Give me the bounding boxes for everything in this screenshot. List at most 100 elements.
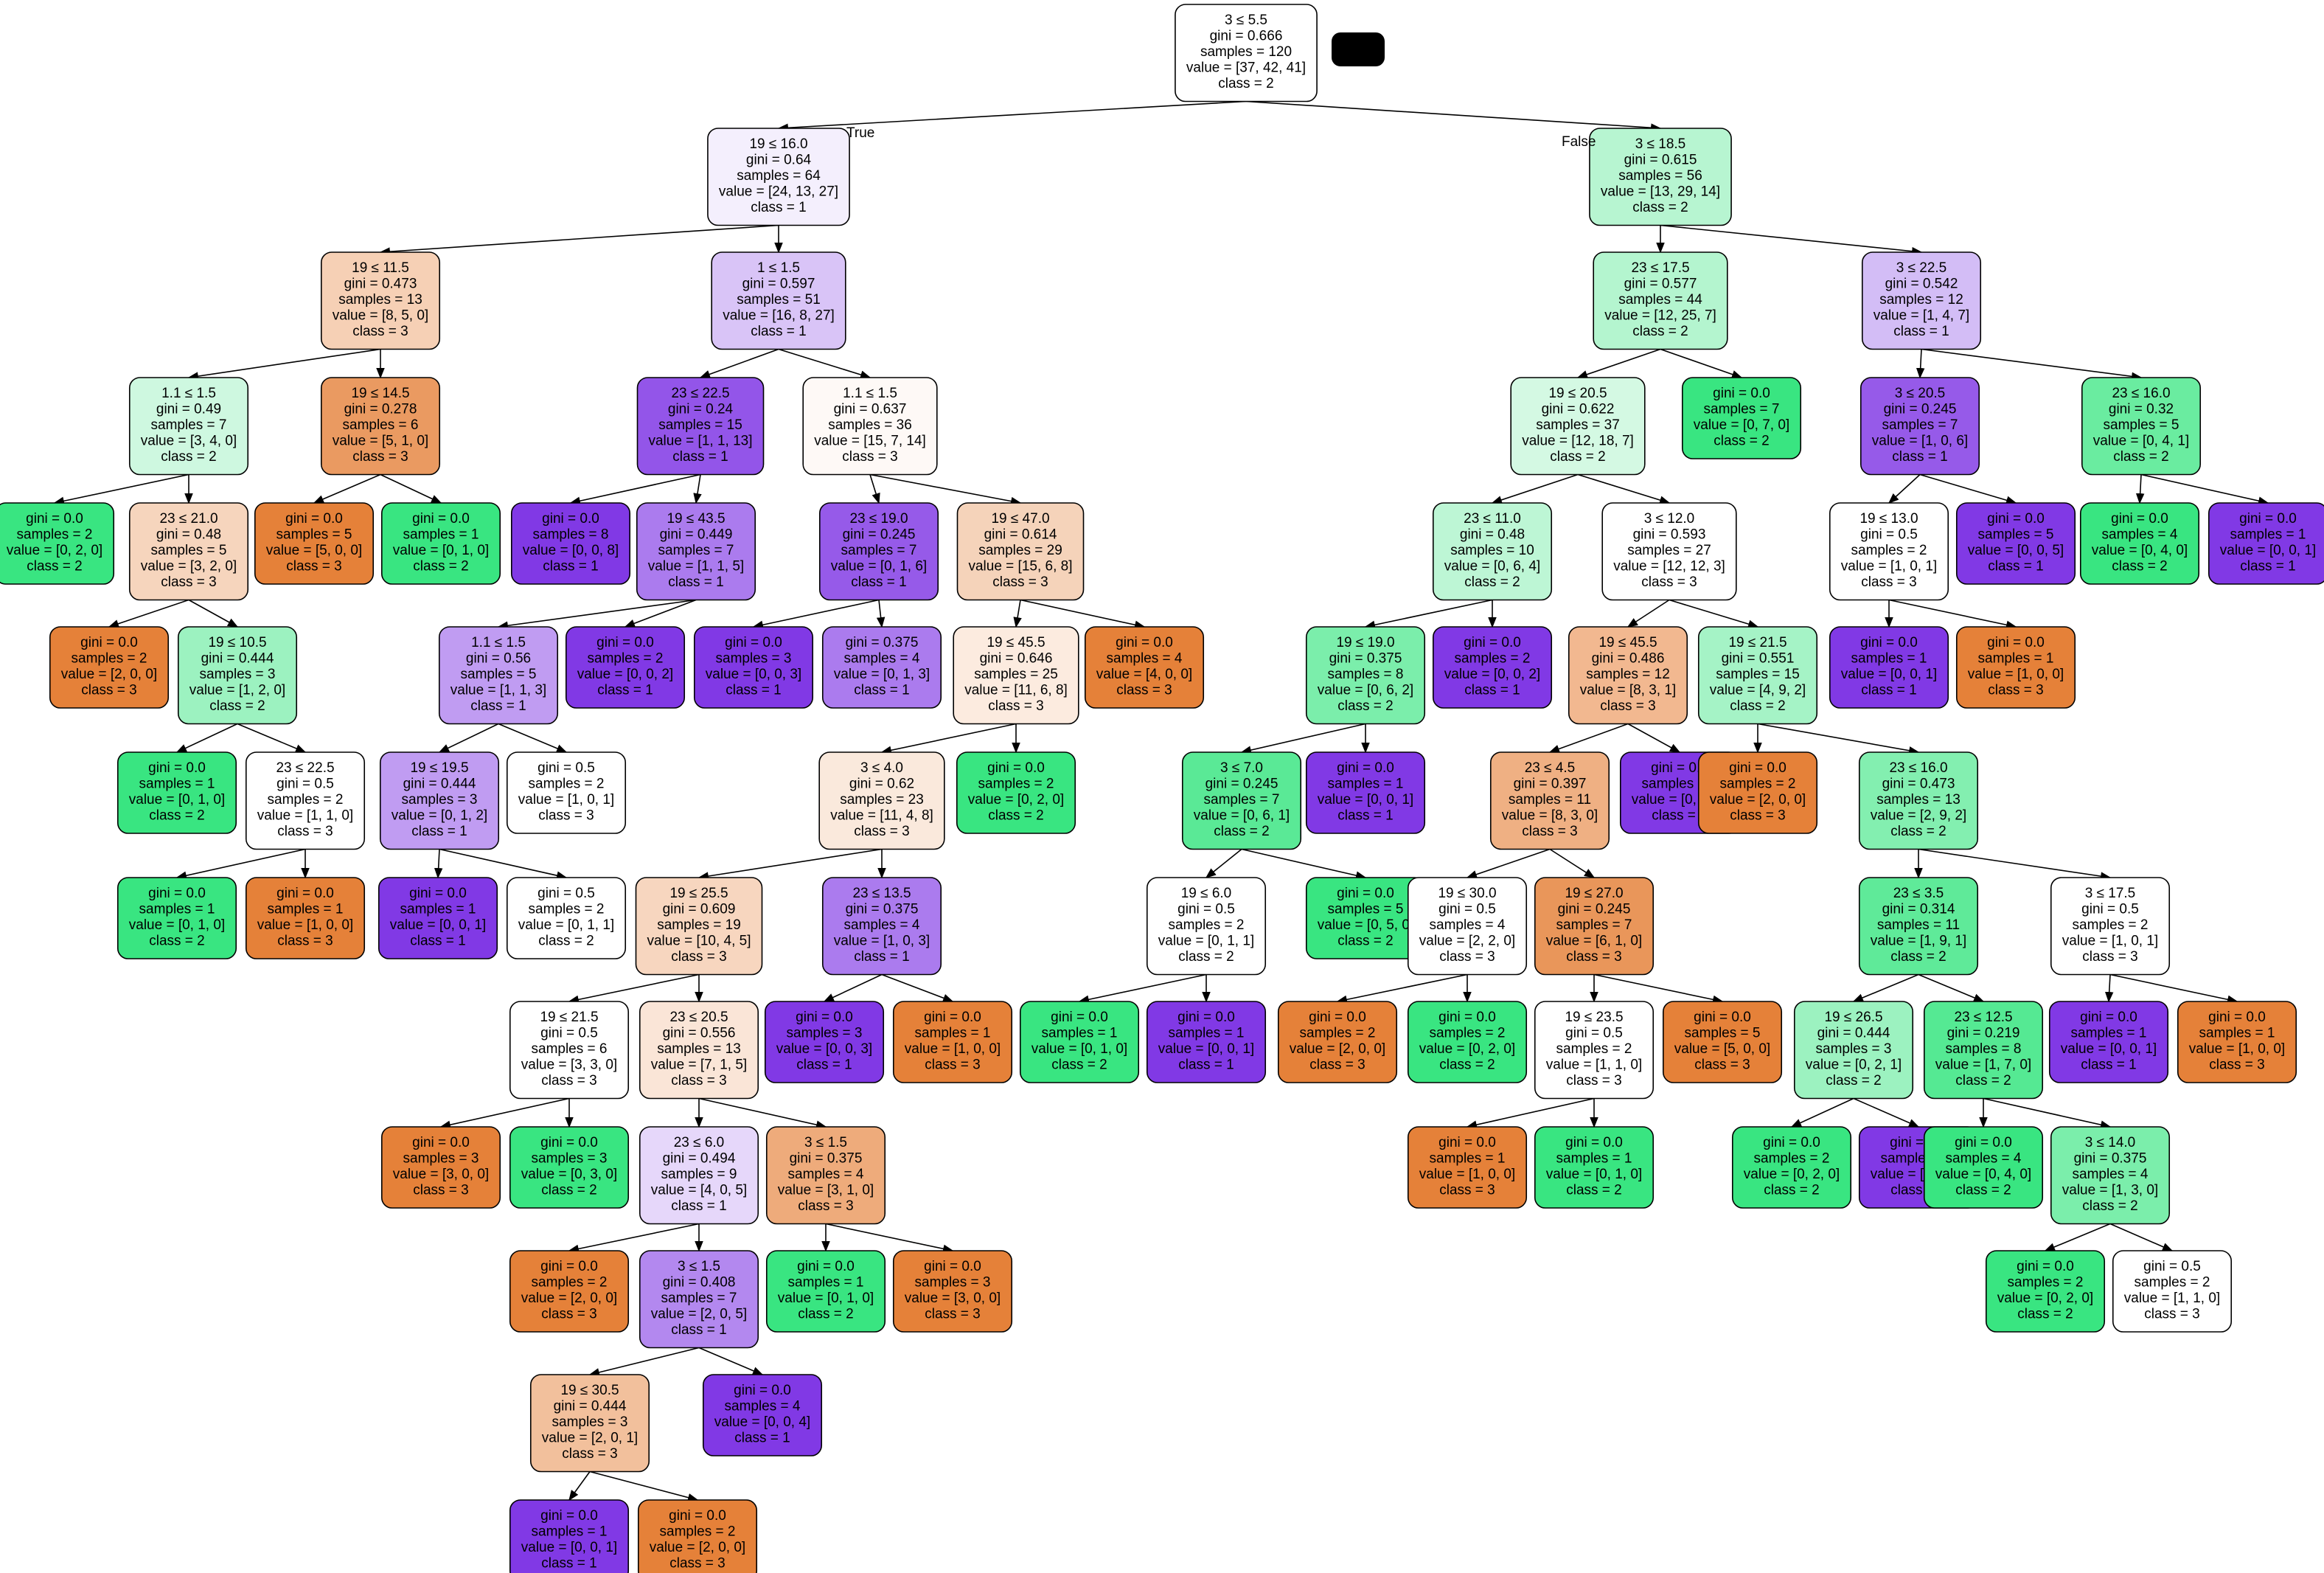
node-text-line: samples = 5 [276,527,352,543]
tree-edge [1627,723,1681,753]
node-text-line: gini = 0.444 [1817,1026,1890,1041]
node-text-line: samples = 2 [1455,651,1531,667]
node-text-line: value = [0, 4, 1] [2093,434,2189,449]
tree-edge [2104,974,2114,1003]
node-box [1534,877,1655,976]
node-text-line: class = 3 [2209,1058,2265,1073]
node-text-line: class = 3 [352,449,408,465]
node-text-line: value = [5, 1, 0] [333,434,428,449]
node-text-line: gini = 0.0 [1860,635,1918,650]
node-text-line: value = [0, 2, 0] [7,543,102,558]
node-text-line: samples = 2 [1851,543,1927,558]
node-text-line: gini = 0.0 [1116,635,1173,650]
node-text-line: 23 ≤ 13.5 [852,886,911,901]
node-text-line: gini = 0.0 [1694,1010,1751,1025]
node-text-line: value = [0, 4, 0] [2092,543,2188,558]
node-box [509,1499,630,1573]
node-box [1175,4,1318,103]
node-text-line: gini = 0.5 [537,760,595,776]
tree-edge [1888,599,2017,629]
tree-edge [880,723,1017,754]
node-text-line: class = 1 [734,1431,790,1446]
node-text-line: value = [4, 0, 5] [651,1183,747,1198]
node-box [1534,1126,1655,1209]
node-box [1829,626,1949,709]
node-text-line: gini = 0.0 [1337,760,1394,776]
node-text-line: class = 2 [27,559,83,574]
node-text-line: value = [8, 3, 0] [1502,808,1598,824]
tree-edge [188,599,239,628]
node-box [702,1374,823,1456]
node-text-line: 3 ≤ 17.5 [2085,886,2136,901]
tree-edge [438,723,499,753]
node-text-line: class = 3 [1730,808,1786,824]
tree-edge [1205,848,1242,878]
node-text-line: samples = 2 [17,527,93,543]
node-text-line: gini = 0.0 [2080,1010,2137,1025]
node-box [245,877,366,959]
node-text-line: value = [1, 0, 0] [905,1041,1001,1057]
node-text-line: class = 2 [798,1307,854,1322]
node-box [245,751,366,850]
node-text-line: class = 1 [851,574,907,590]
tree-edge [1240,723,1366,754]
node-text-line: value = [1, 4, 7] [1874,308,1969,324]
tree-edge [693,474,702,504]
node-text-line: value = [1, 1, 3] [450,683,546,698]
node-text-line: class = 2 [1566,1183,1622,1198]
node-box [2208,502,2324,585]
node-box [2048,1001,2169,1083]
node-text-line: gini = 0.32 [2109,402,2174,417]
node-text-line: samples = 120 [1200,44,1292,60]
node-text-line: value = [0, 3, 0] [521,1167,617,1182]
node-text-line: class = 2 [1730,698,1786,714]
node-text-line: samples = 4 [844,651,920,667]
node-text-line: samples = 5 [1328,902,1404,917]
tree-edge [1919,473,2017,504]
node-text-line: samples = 64 [737,168,821,184]
node-text-line: class = 3 [413,1183,469,1198]
node-box [1407,1126,1528,1209]
node-text-line: samples = 1 [1978,651,2054,667]
tree-edge [1336,973,1468,1004]
tree-edge [568,973,700,1004]
node-text-line: 23 ≤ 16.0 [1889,760,1947,776]
node-text-line: value = [0, 0, 2] [1444,667,1540,682]
node-text-line: samples = 6 [532,1041,608,1057]
node-box [510,502,631,585]
node-box [254,502,375,585]
node-box [1923,1001,2044,1100]
node-box [1589,128,1732,226]
node-text-line: value = [1, 0, 1] [2062,934,2158,949]
tree-edge [568,1223,700,1254]
node-text-line: 23 ≤ 22.5 [671,386,729,401]
node-text-line: gini = 0.375 [846,902,919,917]
node-text-line: class = 1 [726,683,782,698]
node-text-line: value = [10, 4, 5] [647,934,751,949]
node-text-line: value = [0, 6, 1] [1194,808,1290,824]
node-text-line: class = 3 [1694,1058,1750,1073]
node-text-line: value = [2, 0, 0] [521,1291,617,1306]
node-text-line: samples = 10 [1450,543,1534,558]
tree-edge [498,723,568,753]
node-box [2079,502,2200,585]
node-text-line: gini = 0.5 [276,777,334,792]
node-text-line: samples = 37 [1536,417,1620,433]
node-text-line: gini = 0.542 [1885,277,1958,292]
node-text-line: samples = 2 [72,651,147,667]
node-text-line: samples = 1 [788,1275,864,1291]
node-box [1858,751,1979,850]
node-text-line: samples = 3 [915,1275,991,1291]
node-box [711,251,846,350]
node-text-line: 23 ≤ 12.5 [1954,1010,2012,1025]
